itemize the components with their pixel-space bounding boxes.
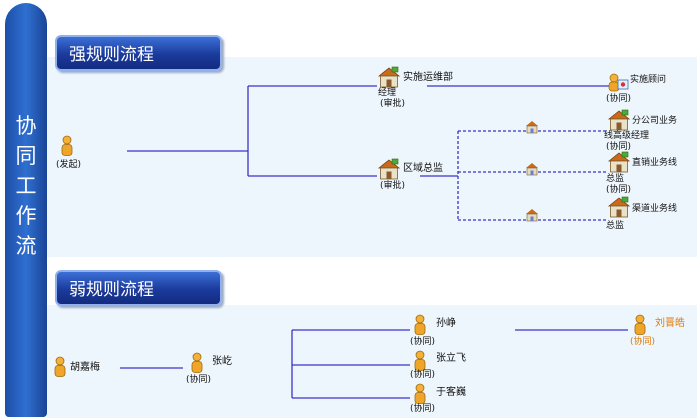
sidebar-char: 流 (15, 234, 37, 258)
sidebar-char: 工 (15, 174, 37, 198)
impl-mgr-role: (审批) (380, 99, 406, 109)
liu-role: (协同) (630, 337, 656, 347)
weak-panel (47, 305, 697, 418)
branch-name2: 线高级经理 (604, 131, 650, 141)
yu-role: (协同) (410, 404, 436, 414)
region-name: 区域总监 (403, 163, 443, 174)
direct-role: (协同) (606, 185, 632, 195)
small-building-icon (525, 162, 539, 176)
hu-name: 胡嘉梅 (70, 362, 100, 373)
small-building-icon (525, 208, 539, 222)
sidebar: 协 同 工 作 流 (5, 3, 47, 417)
branch-name: 分公司业务 (632, 116, 678, 126)
weak-banner: 弱规则流程 (55, 270, 222, 306)
person-icon (413, 314, 427, 336)
channel-name2: 总监 (606, 221, 625, 231)
building-icon (607, 196, 631, 218)
consultant-name: 实施顾问 (630, 75, 667, 85)
sidebar-char: 同 (15, 144, 37, 168)
building-icon (377, 66, 401, 88)
sun-name: 孙峥 (436, 318, 456, 329)
consultant-icon (607, 72, 629, 92)
direct-name2: 总监 (606, 174, 625, 184)
region-role: (审批) (380, 181, 406, 191)
sidebar-char: 作 (15, 204, 37, 228)
impl-mgr-name2: 经理 (378, 88, 397, 98)
sidebar-title: 协 同 工 作 流 (5, 111, 47, 261)
impl-mgr-name: 实施运维部 (403, 72, 453, 83)
yu-name: 于客巍 (436, 387, 466, 398)
start-role: (发起) (56, 160, 82, 170)
liu-name: 刘晋皓 (655, 318, 685, 329)
person-icon (413, 350, 427, 372)
sidebar-char: 协 (15, 114, 37, 138)
strong-panel (47, 57, 697, 257)
sun-role: (协同) (410, 337, 436, 347)
person-icon (53, 356, 67, 378)
person-icon (190, 352, 204, 374)
person-icon (413, 383, 427, 405)
zhang-lf-name: 张立飞 (436, 353, 466, 364)
strong-banner: 强规则流程 (55, 35, 222, 71)
zhang-yi-name: 张屹 (212, 356, 232, 367)
zhang-lf-role: (协同) (410, 370, 436, 380)
direct-name: 直销业务线 (632, 158, 678, 168)
small-building-icon (525, 120, 539, 134)
person-icon (60, 135, 74, 157)
building-icon (607, 151, 631, 173)
building-icon (377, 158, 401, 180)
channel-name: 渠道业务线 (632, 204, 678, 214)
zhang-yi-role: (协同) (186, 375, 212, 385)
building-icon (607, 109, 631, 131)
consultant-role: (协同) (606, 94, 632, 104)
person-icon (633, 314, 647, 336)
branch-role: (协同) (606, 142, 632, 152)
